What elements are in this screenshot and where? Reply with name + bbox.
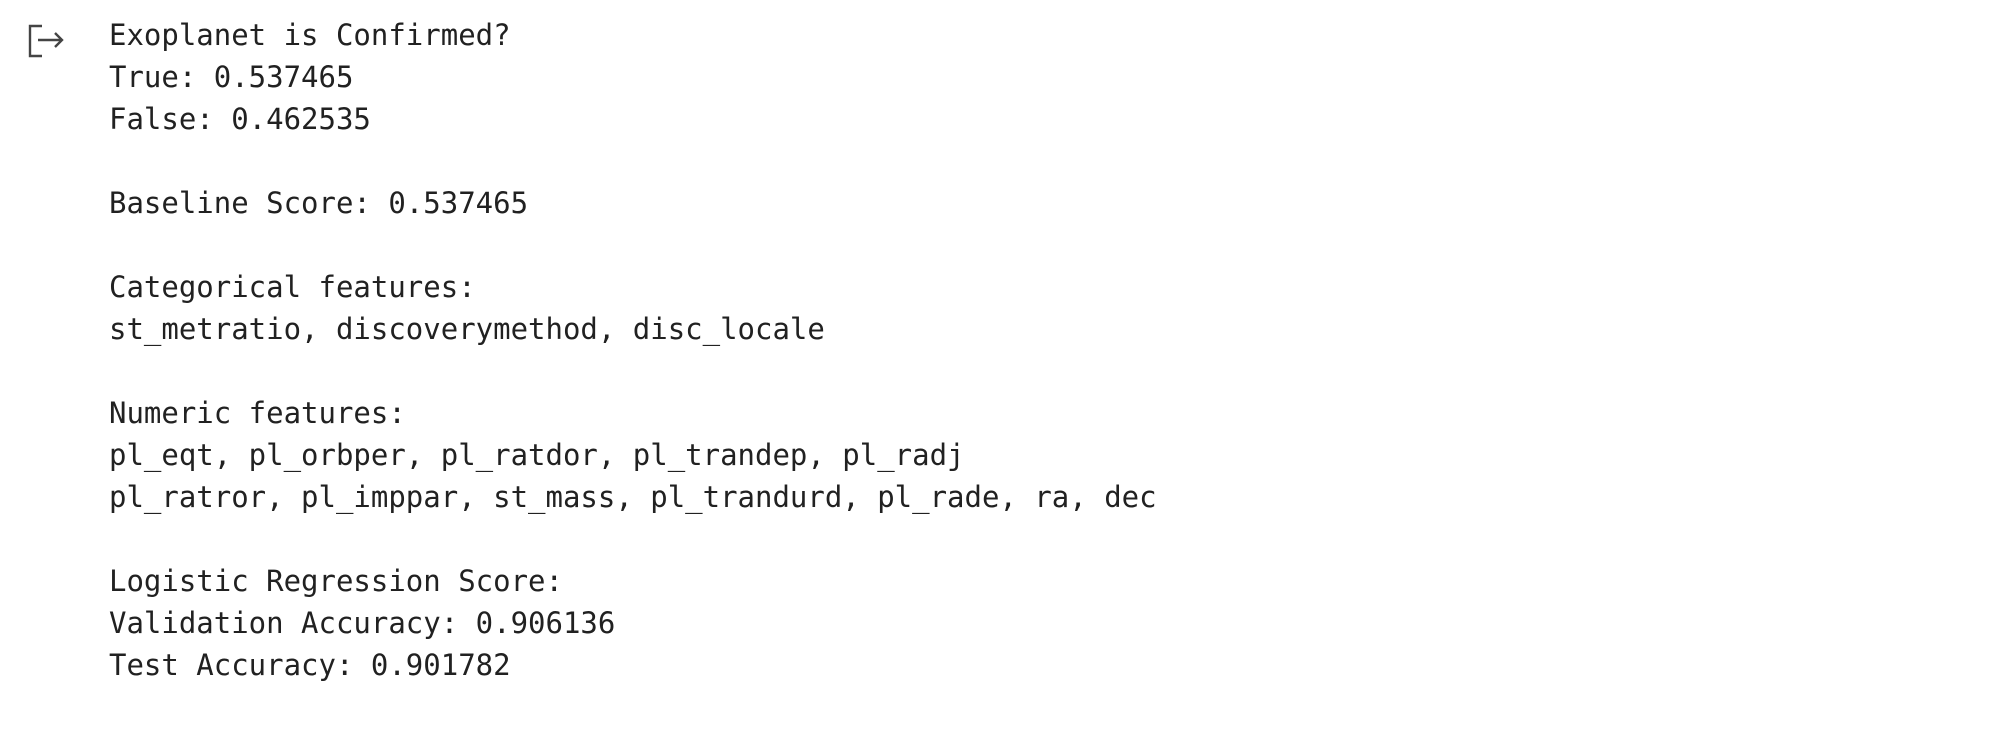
output-line-numeric-list-2: pl_ratror, pl_imppar, st_mass, pl_trandu… — [109, 480, 1157, 514]
output-line-numeric-header: Numeric features: — [109, 396, 406, 430]
output-line-logreg-header: Logistic Regression Score: — [109, 564, 563, 598]
output-line-blank — [109, 518, 1157, 560]
output-line-blank — [109, 140, 1157, 182]
output-line-numeric-list-1: pl_eqt, pl_orbper, pl_ratdor, pl_trandep… — [109, 438, 965, 472]
output-line-false: False: 0.462535 — [109, 102, 371, 136]
output-line-blank — [109, 350, 1157, 392]
output-line-true: True: 0.537465 — [109, 60, 354, 94]
output-line-validation-accuracy: Validation Accuracy: 0.906136 — [109, 606, 616, 640]
output-line-title: Exoplanet is Confirmed? — [109, 18, 511, 52]
output-redirect-icon[interactable] — [28, 20, 72, 60]
output-line-test-accuracy: Test Accuracy: 0.901782 — [109, 648, 511, 682]
output-line-blank — [109, 224, 1157, 266]
output-line-categorical-header: Categorical features: — [109, 270, 476, 304]
output-line-baseline: Baseline Score: 0.537465 — [109, 186, 529, 220]
output-line-categorical-list: st_metratio, discoverymethod, disc_local… — [109, 312, 825, 346]
